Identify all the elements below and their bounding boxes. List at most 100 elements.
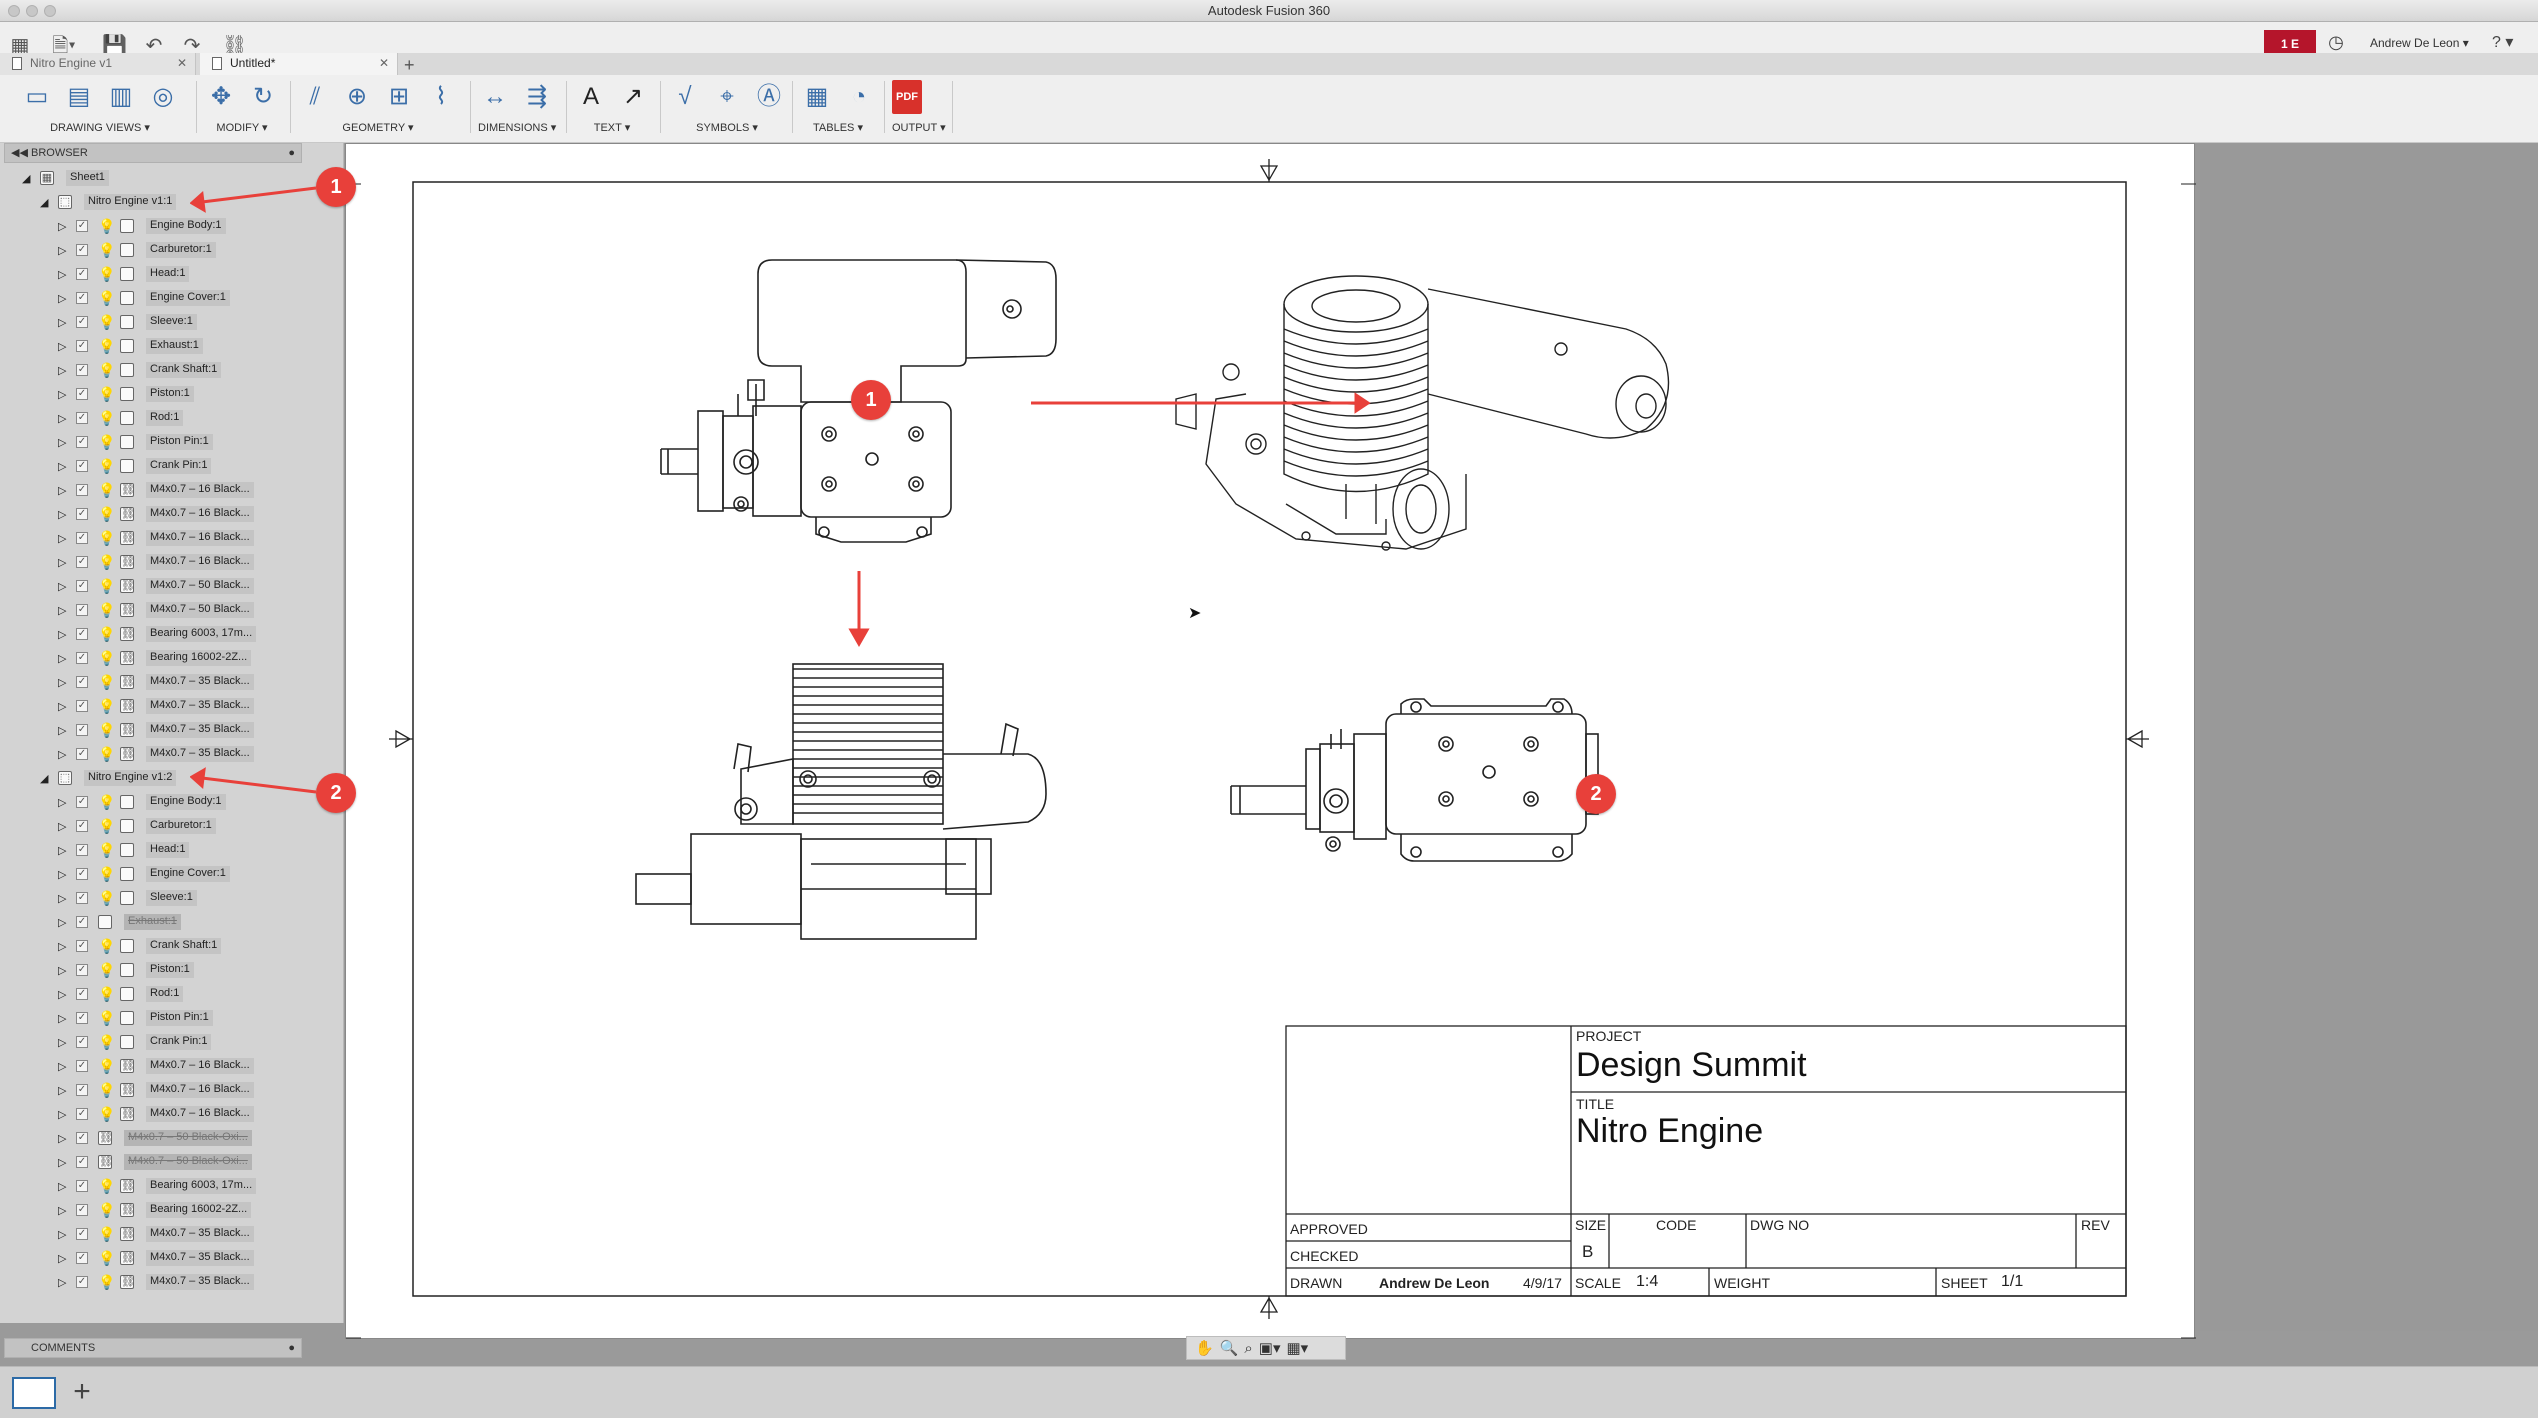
- lightbulb-icon[interactable]: 💡: [98, 986, 116, 1002]
- lightbulb-icon[interactable]: 💡: [98, 434, 116, 450]
- drawing-sheet[interactable]: PROJECT Design Summit TITLE Nitro Engine…: [345, 143, 2196, 1339]
- app-grid-icon[interactable]: ▦: [10, 35, 30, 57]
- lightbulb-icon[interactable]: 💡: [98, 290, 116, 306]
- tree-item[interactable]: ▷✓💡Crank Pin:1: [0, 1031, 300, 1053]
- lightbulb-icon[interactable]: 💡: [98, 530, 116, 546]
- tb-title-value[interactable]: Nitro Engine: [1576, 1112, 1764, 1150]
- expand-arrow-icon[interactable]: ◢: [22, 173, 31, 185]
- drawing-canvas[interactable]: PROJECT Design Summit TITLE Nitro Engine…: [345, 143, 2538, 1339]
- base-view-icon[interactable]: ▭: [25, 83, 49, 110]
- save-icon[interactable]: 💾: [102, 35, 127, 57]
- file-menu-icon[interactable]: 🗎▾: [52, 35, 76, 57]
- expand-arrow-icon[interactable]: ▷: [58, 533, 67, 545]
- visibility-checkbox[interactable]: ✓: [76, 292, 88, 304]
- tree-item[interactable]: ▷✓💡Piston:1: [0, 959, 300, 981]
- dimensions-group[interactable]: ↔ ⇶ DIMENSIONS ▾: [478, 79, 556, 139]
- visibility-checkbox[interactable]: ✓: [76, 460, 88, 472]
- tree-item[interactable]: ▷✓💡Engine Cover:1: [0, 287, 300, 309]
- tree-item[interactable]: ▷✓⛓M4x0.7 – 50 Black-Oxi...: [0, 1127, 300, 1149]
- tree-item[interactable]: ▷✓💡Head:1: [0, 839, 300, 861]
- user-menu[interactable]: Andrew De Leon ▾: [2370, 36, 2469, 50]
- expand-arrow-icon[interactable]: ▷: [58, 509, 67, 521]
- visibility-checkbox[interactable]: ✓: [76, 868, 88, 880]
- visibility-checkbox[interactable]: ✓: [76, 676, 88, 688]
- visibility-checkbox[interactable]: ✓: [76, 1132, 88, 1144]
- browser-settings-icon[interactable]: ●: [288, 147, 295, 159]
- lightbulb-icon[interactable]: 💡: [98, 314, 116, 330]
- tree-item[interactable]: ▷✓💡Piston:1: [0, 383, 300, 405]
- tree-item[interactable]: ▷✓💡⛓M4x0.7 – 16 Black...: [0, 1055, 300, 1077]
- visibility-checkbox[interactable]: ✓: [76, 532, 88, 544]
- expand-arrow-icon[interactable]: ▷: [58, 701, 67, 713]
- expand-arrow-icon[interactable]: ▷: [58, 725, 67, 737]
- grid-settings-icon[interactable]: ▦▾: [1286, 1340, 1309, 1357]
- centerline-icon[interactable]: ⫽: [309, 83, 321, 110]
- visibility-checkbox[interactable]: ✓: [76, 1156, 88, 1168]
- undo-icon[interactable]: ↶: [145, 35, 163, 57]
- lightbulb-icon[interactable]: 💡: [98, 698, 116, 714]
- section-view-icon[interactable]: ▥: [109, 83, 133, 110]
- close-tab-icon[interactable]: ✕: [378, 56, 389, 70]
- tree-item[interactable]: ▷✓💡⛓M4x0.7 – 35 Black...: [0, 719, 300, 741]
- geometry-label[interactable]: GEOMETRY ▾: [342, 122, 414, 134]
- zoom-window-icon[interactable]: ⌕: [1244, 1339, 1253, 1357]
- symbols-label[interactable]: SYMBOLS ▾: [696, 122, 758, 134]
- expand-arrow-icon[interactable]: ▷: [58, 1181, 67, 1193]
- visibility-checkbox[interactable]: ✓: [76, 412, 88, 424]
- lightbulb-icon[interactable]: 💡: [98, 1202, 116, 1218]
- expand-arrow-icon[interactable]: ▷: [58, 1205, 67, 1217]
- visibility-checkbox[interactable]: ✓: [76, 364, 88, 376]
- lightbulb-icon[interactable]: 💡: [98, 626, 116, 642]
- expand-arrow-icon[interactable]: ▷: [58, 437, 67, 449]
- dimensions-label[interactable]: DIMENSIONS ▾: [478, 122, 557, 134]
- tables-group[interactable]: ▦ ◔ TABLES ▾: [800, 79, 876, 139]
- lightbulb-icon[interactable]: 💡: [98, 458, 116, 474]
- comments-bar[interactable]: COMMENTS ●: [4, 1338, 302, 1358]
- tree-item[interactable]: ▷✓💡Engine Cover:1: [0, 863, 300, 885]
- sheet-node[interactable]: ◢▦Sheet1: [0, 167, 300, 189]
- tree-item[interactable]: ▷✓Exhaust:1: [0, 911, 300, 933]
- feature-control-frame-icon[interactable]: ⌖: [720, 83, 734, 110]
- text-icon[interactable]: A: [582, 83, 599, 110]
- tree-item[interactable]: ▷✓💡Rod:1: [0, 983, 300, 1005]
- visibility-checkbox[interactable]: ✓: [76, 796, 88, 808]
- rotate-icon[interactable]: ↻: [252, 83, 274, 110]
- output-group[interactable]: PDF OUTPUT ▾: [892, 79, 946, 139]
- expand-arrow-icon[interactable]: ▷: [58, 869, 67, 881]
- visibility-checkbox[interactable]: ✓: [76, 964, 88, 976]
- lightbulb-icon[interactable]: 💡: [98, 1250, 116, 1266]
- component-node[interactable]: ◢⬚Nitro Engine v1:2: [0, 767, 300, 789]
- tree-item[interactable]: ▷✓💡⛓Bearing 16002-2Z...: [0, 1199, 300, 1221]
- drawing-views-label[interactable]: DRAWING VIEWS ▾: [50, 122, 150, 134]
- lightbulb-icon[interactable]: 💡: [98, 1226, 116, 1242]
- expand-arrow-icon[interactable]: ▷: [58, 221, 67, 233]
- visibility-checkbox[interactable]: ✓: [76, 724, 88, 736]
- visibility-checkbox[interactable]: ✓: [76, 316, 88, 328]
- tree-item[interactable]: ▷✓💡⛓Bearing 6003, 17m...: [0, 1175, 300, 1197]
- lightbulb-icon[interactable]: 💡: [98, 266, 116, 282]
- tree-item[interactable]: ▷✓💡Piston Pin:1: [0, 1007, 300, 1029]
- lightbulb-icon[interactable]: 💡: [98, 794, 116, 810]
- tree-item[interactable]: ▷✓💡⛓M4x0.7 – 16 Black...: [0, 1103, 300, 1125]
- lightbulb-icon[interactable]: 💡: [98, 410, 116, 426]
- minimize-window-button[interactable]: [26, 5, 38, 17]
- expand-arrow-icon[interactable]: ▷: [58, 1277, 67, 1289]
- tree-item[interactable]: ▷✓💡Crank Shaft:1: [0, 359, 300, 381]
- table-icon[interactable]: ▦: [805, 83, 829, 110]
- visibility-checkbox[interactable]: ✓: [76, 484, 88, 496]
- visibility-checkbox[interactable]: ✓: [76, 988, 88, 1000]
- drawing-views-group[interactable]: ▭ ▤ ▥ ◎ DRAWING VIEWS ▾: [20, 79, 180, 139]
- lightbulb-icon[interactable]: 💡: [98, 386, 116, 402]
- visibility-checkbox[interactable]: ✓: [76, 628, 88, 640]
- lightbulb-icon[interactable]: 💡: [98, 1178, 116, 1194]
- tree-item[interactable]: ▷✓⛓M4x0.7 – 50 Black-Oxi...: [0, 1151, 300, 1173]
- tree-item[interactable]: ▷✓💡⛓M4x0.7 – 50 Black...: [0, 599, 300, 621]
- tree-item[interactable]: ▷✓💡⛓M4x0.7 – 50 Black...: [0, 575, 300, 597]
- lightbulb-icon[interactable]: 💡: [98, 650, 116, 666]
- visibility-checkbox[interactable]: ✓: [76, 700, 88, 712]
- expand-arrow-icon[interactable]: ▷: [58, 1253, 67, 1265]
- expand-arrow-icon[interactable]: ▷: [58, 941, 67, 953]
- visibility-checkbox[interactable]: ✓: [76, 508, 88, 520]
- visibility-checkbox[interactable]: ✓: [76, 556, 88, 568]
- expand-arrow-icon[interactable]: ◢: [40, 773, 49, 785]
